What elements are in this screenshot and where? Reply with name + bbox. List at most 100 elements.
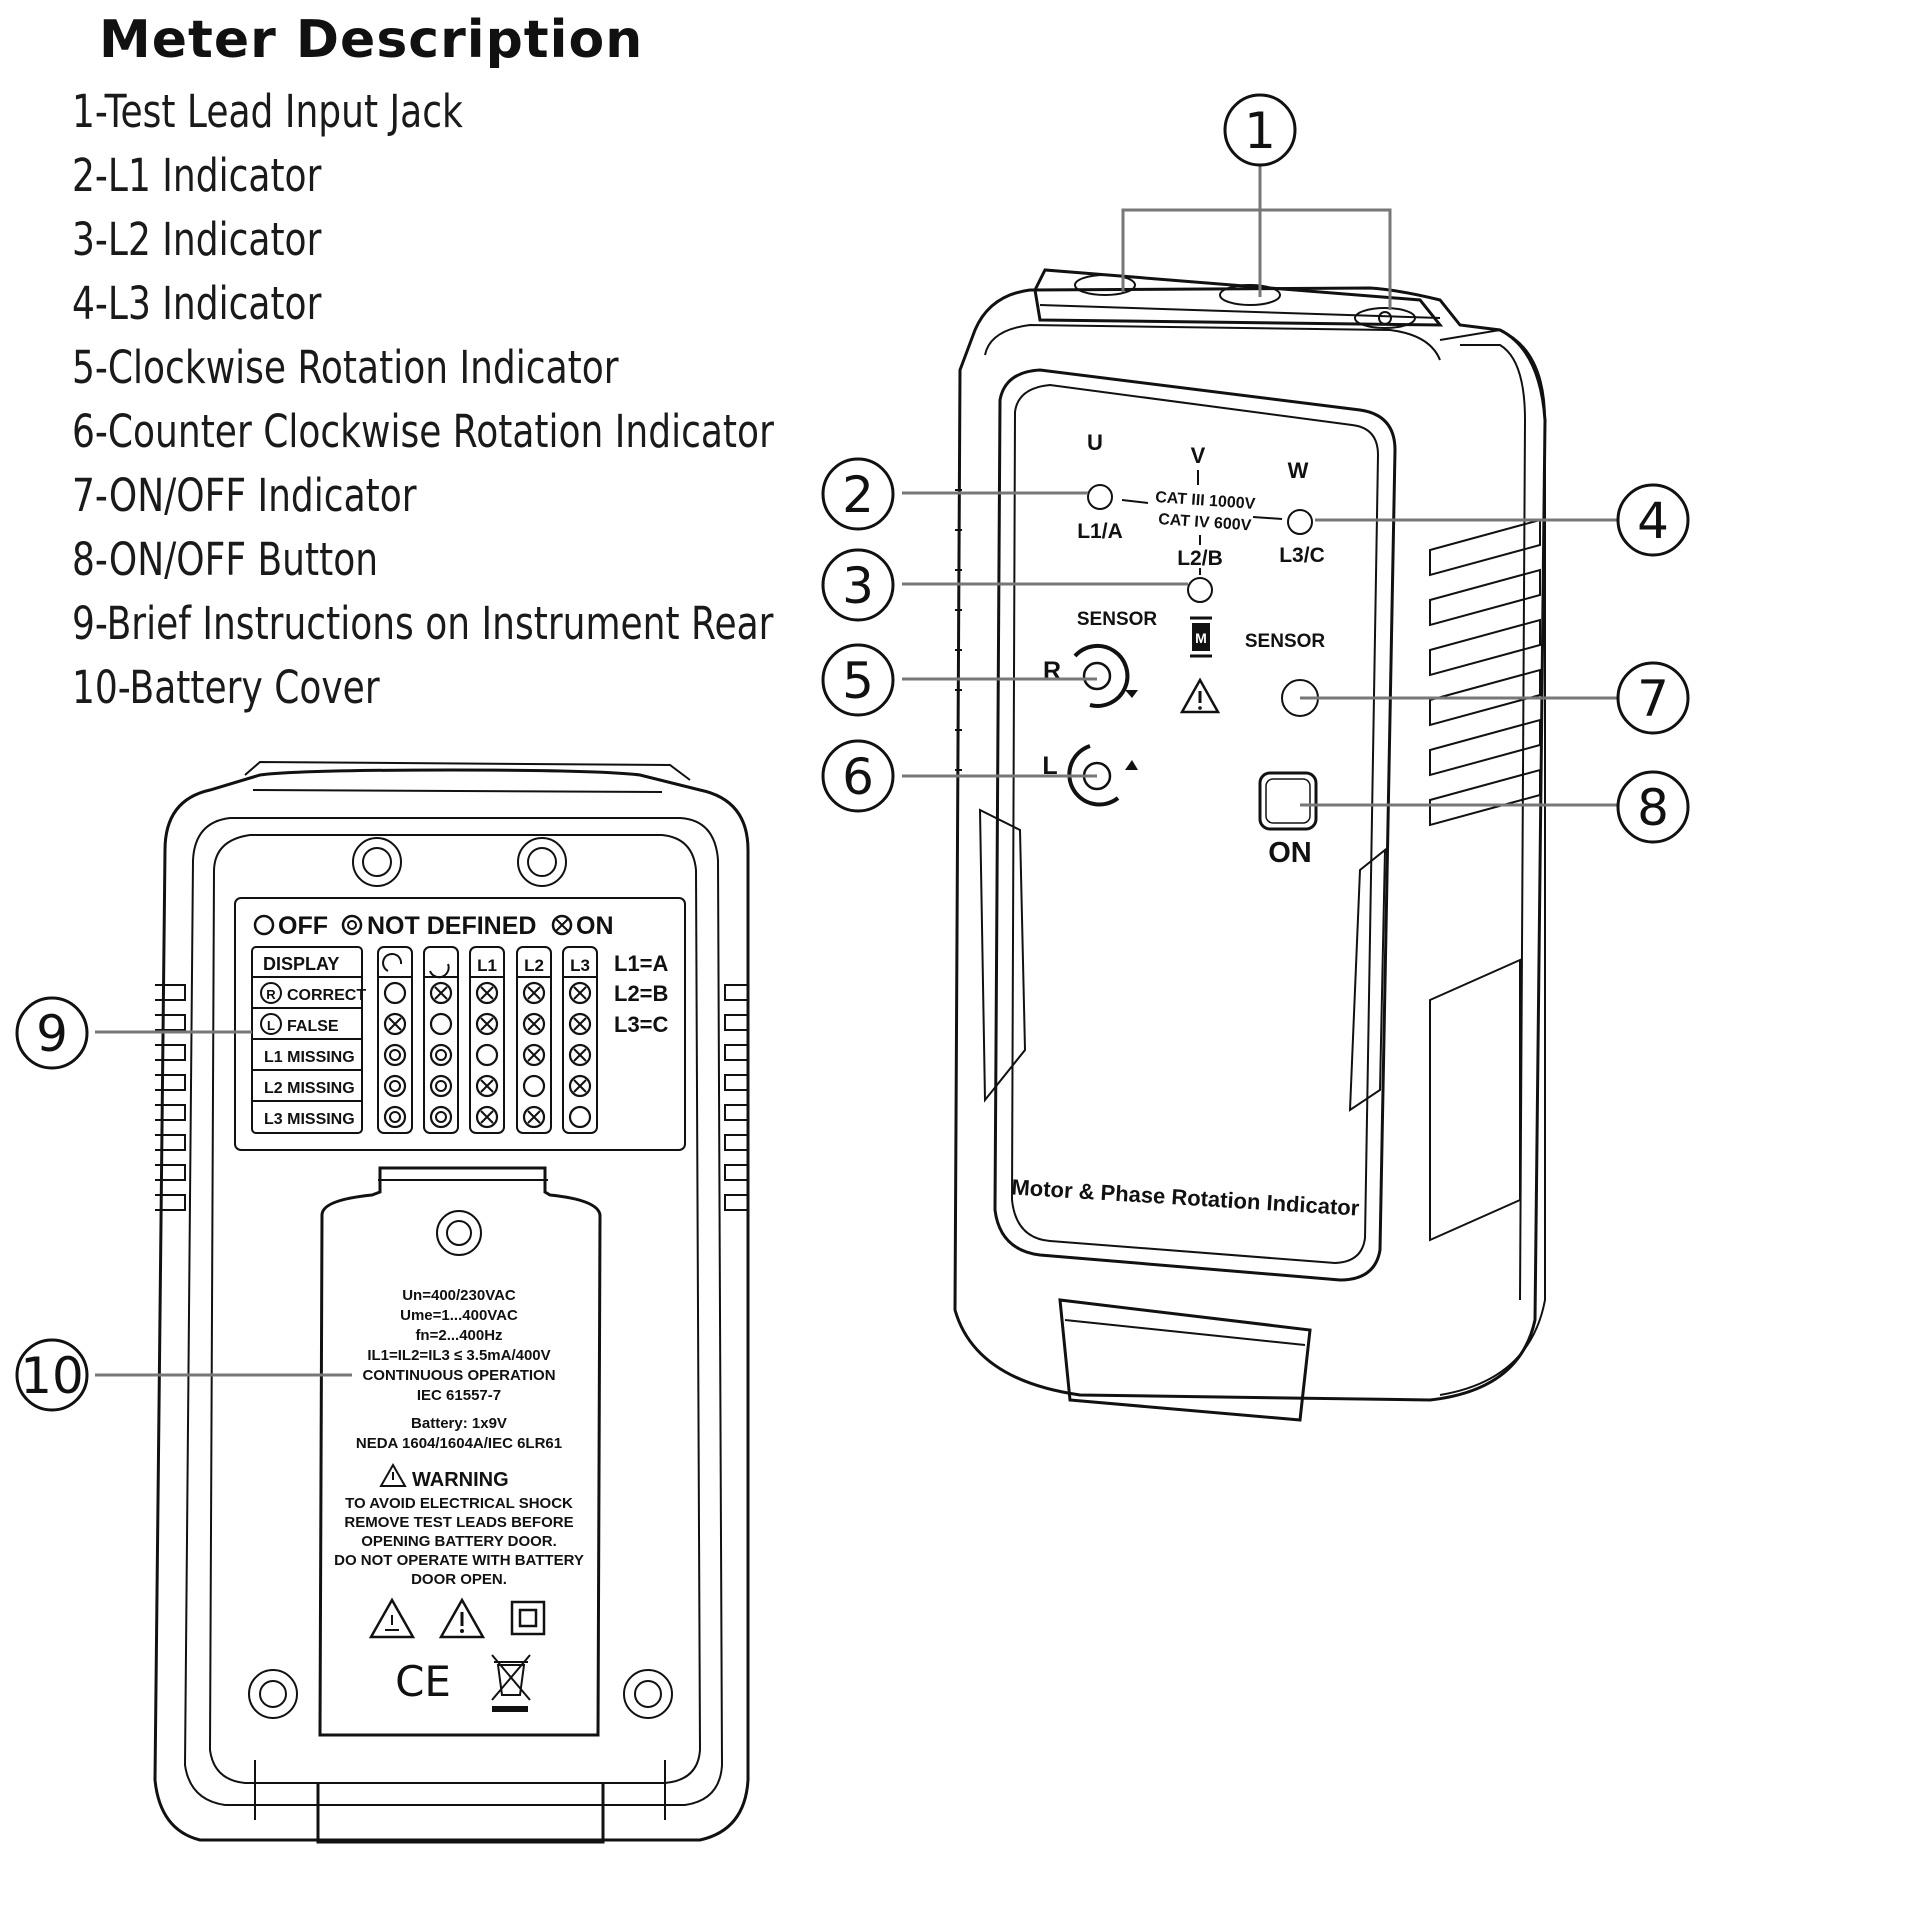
hazard-icon: [368, 1597, 416, 1639]
on-button-label: ON: [1268, 837, 1312, 869]
front-panel: [993, 368, 1397, 1282]
callout-4: 4: [1616, 483, 1690, 557]
svg-text:3: 3: [842, 557, 874, 615]
screw-bottom-left: [248, 1669, 298, 1719]
state-on-icon: [568, 1043, 592, 1067]
front-shell: [953, 286, 1547, 1402]
state-on-icon: [522, 1043, 546, 1067]
meter-description-list: 1-Test Lead Input Jack 2-L1 Indicator 3-…: [72, 80, 949, 720]
rotation-r-label: R: [1043, 657, 1061, 685]
on-legend-icon: [551, 914, 573, 936]
legend-item-10: 10-Battery Cover: [72, 661, 380, 714]
cat-iv-label: CAT IV 600V: [1158, 511, 1252, 534]
state-off-icon: [568, 1105, 592, 1129]
l2-indicator: [1187, 577, 1213, 603]
screw-bottom-right: [623, 1669, 673, 1719]
state-column: [377, 946, 413, 1134]
spec-line: CONTINUOUS OPERATION: [362, 1367, 555, 1384]
jack-strip: [1033, 268, 1444, 327]
state-nd-icon: [383, 1074, 407, 1098]
warning-icon: [1179, 677, 1221, 714]
state-on-icon: [522, 1012, 546, 1036]
svg-text:4: 4: [1637, 492, 1669, 550]
svg-text:10: 10: [20, 1347, 84, 1405]
front-bottom-bumper: [1058, 1298, 1312, 1422]
state-off-icon: [522, 1074, 546, 1098]
state-on-icon: [568, 1074, 592, 1098]
warning-line: TO AVOID ELECTRICAL SHOCK: [345, 1495, 573, 1512]
spec-line: NEDA 1604/1604A/IEC 6LR61: [356, 1435, 562, 1452]
legend-item-2: 2-L1 Indicator: [72, 149, 322, 202]
callout-9: 9: [15, 996, 89, 1070]
state-on-icon: [475, 1074, 499, 1098]
state-grid: [377, 946, 598, 1134]
state-on-icon: [522, 1105, 546, 1129]
terminal-w-label: W: [1288, 458, 1309, 483]
double-insulation-icon: [510, 1600, 546, 1636]
l3-indicator: [1287, 509, 1313, 535]
callout-8: 8: [1616, 770, 1690, 844]
l2-label: L2/B: [1177, 547, 1223, 570]
state-on-icon: [475, 981, 499, 1005]
leader-lines: [95, 165, 1618, 1377]
jack-v: [1219, 284, 1281, 306]
callout-1: 1: [1223, 93, 1297, 167]
legend-item-9: 9-Brief Instructions on Instrument Rear: [72, 597, 774, 650]
state-nd-icon: [429, 1043, 453, 1067]
jack-u: [1074, 274, 1136, 296]
callout-5: 5: [821, 643, 895, 717]
motor-icon: M: [1190, 616, 1212, 658]
state-on-icon: [429, 981, 453, 1005]
l3-label: L3/C: [1279, 544, 1325, 567]
state-nd-icon: [429, 1074, 453, 1098]
sensor-left-label: SENSOR: [1077, 609, 1158, 630]
not-defined-legend-icon: [341, 914, 363, 936]
svg-text:2: 2: [842, 466, 874, 524]
state-on-icon: [522, 981, 546, 1005]
state-off-icon: [383, 981, 407, 1005]
col-header-cw-icon: [382, 952, 403, 972]
callout-10: 10: [15, 1338, 89, 1412]
legend-item-4: 4-L3 Indicator: [72, 277, 322, 330]
callout-2: 2: [821, 457, 895, 531]
col-header-ccw-icon: [429, 963, 450, 979]
state-column: [516, 946, 552, 1134]
state-column: [423, 946, 459, 1134]
page-title: Meter Description: [99, 10, 644, 70]
row-1-label: FALSE: [287, 1018, 339, 1035]
phase-map-2: L2=B: [614, 981, 668, 1006]
legend-off: OFF: [278, 912, 328, 940]
callout-6: 6: [821, 739, 895, 813]
state-nd-icon: [383, 1105, 407, 1129]
screw-top-left: [352, 837, 402, 887]
phase-map-1: L1=A: [614, 951, 669, 976]
col-header-l1: L1: [477, 956, 497, 975]
state-on-icon: [475, 1105, 499, 1129]
weee-bin-icon: [491, 1654, 531, 1712]
row-2-label: L1 MISSING: [264, 1049, 355, 1066]
row-0-icon: R: [266, 987, 276, 1002]
callout-3: 3: [821, 548, 895, 622]
spec-line: fn=2...400Hz: [415, 1327, 502, 1344]
state-column: [469, 946, 505, 1134]
spec-line: IEC 61557-7: [417, 1387, 501, 1404]
rear-shell: [153, 768, 750, 1842]
spec-line: IL1=IL2=IL3 ≤ 3.5mA/400V: [367, 1347, 550, 1364]
state-nd-icon: [383, 1043, 407, 1067]
display-header: DISPLAY: [263, 954, 339, 974]
warning-icon: [379, 1462, 407, 1487]
col-header-l2: L2: [524, 956, 544, 975]
on-off-button[interactable]: [1258, 771, 1318, 831]
off-legend-icon: [253, 914, 275, 936]
ce-mark: CE: [395, 1657, 451, 1706]
battery-cover-screw: [436, 1210, 482, 1256]
l1-label: L1/A: [1077, 520, 1123, 543]
row-4-label: L3 MISSING: [264, 1111, 355, 1128]
legend-item-3: 3-L2 Indicator: [72, 213, 322, 266]
legend-item-6: 6-Counter Clockwise Rotation Indicator: [72, 405, 774, 458]
row-0-label: CORRECT: [287, 987, 366, 1004]
rotation-l-label: L: [1042, 752, 1057, 780]
warning-line: REMOVE TEST LEADS BEFORE: [344, 1514, 573, 1531]
svg-text:6: 6: [842, 748, 874, 806]
legend-on: ON: [576, 912, 614, 940]
